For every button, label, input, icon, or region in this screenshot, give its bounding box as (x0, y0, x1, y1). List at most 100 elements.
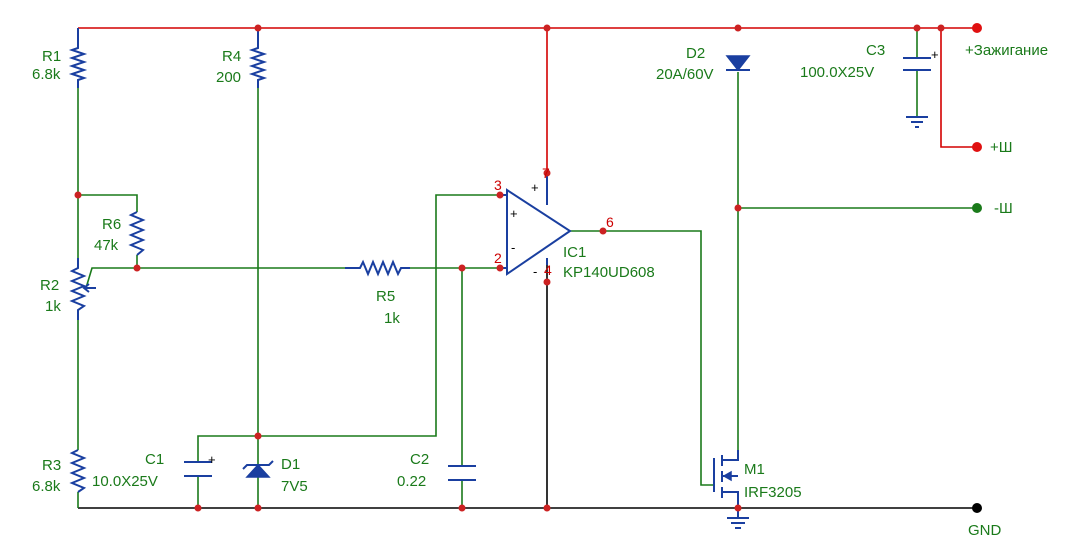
junction-dot (599, 227, 607, 235)
wire-r6-top (78, 194, 138, 212)
ic1-plus-input-sign: + (510, 206, 518, 221)
wires (77, 27, 977, 509)
c3-value: 100.0X25V (800, 64, 874, 81)
d1-value: 7V5 (281, 478, 308, 495)
pin-6-label: 6 (606, 214, 614, 230)
ic1-vplus-sign: + (531, 180, 539, 195)
r3-body (69, 449, 87, 493)
capacitor-c2 (448, 465, 476, 481)
polarity-signs: + - + - + + (208, 47, 939, 467)
c3-plates (903, 57, 931, 71)
r2-ref: R2 (40, 277, 59, 294)
c2-value: 0.22 (397, 473, 426, 490)
r5-ref: R5 (376, 288, 395, 305)
d1-triangle (245, 463, 271, 478)
c2-plates (448, 465, 476, 481)
junction-dot (194, 504, 202, 512)
c1-value: 10.0X25V (92, 473, 158, 490)
wire-ref-pin3 (197, 194, 500, 462)
wire-ic-out (570, 230, 714, 486)
r6-ref: R6 (102, 216, 121, 233)
c3-plus-sign: + (931, 47, 939, 62)
c3-ref: C3 (866, 42, 885, 59)
r6-value: 47k (94, 237, 119, 254)
junction-dot (458, 504, 466, 512)
r4-body (248, 28, 268, 88)
capacitor-c1 (184, 461, 212, 477)
m1-value: IRF3205 (744, 484, 802, 501)
junction-dot (734, 504, 742, 512)
r5-body (345, 259, 410, 277)
diode-d2 (725, 55, 751, 72)
pin-2-label: 2 (494, 250, 502, 266)
ground-symbol-m1 (727, 517, 749, 529)
m1-ref: M1 (744, 461, 765, 478)
c1-plus-sign: + (208, 452, 216, 467)
gnd-label: GND (968, 522, 1002, 539)
junction-dot (496, 264, 504, 272)
ic1-minus-input-sign: - (511, 240, 515, 255)
junctions (74, 24, 945, 512)
resistor-r3 (69, 449, 87, 493)
junction-dot (543, 169, 551, 177)
junction-dot (254, 24, 262, 32)
r5-value: 1k (384, 310, 400, 327)
terminals (972, 23, 982, 513)
r4-ref: R4 (222, 48, 241, 65)
d1-ref: D1 (281, 456, 300, 473)
resistor-r5 (345, 259, 410, 277)
pin-7-label: 7 (542, 165, 550, 181)
resistor-r6 (128, 211, 146, 256)
c1-ref: C1 (145, 451, 164, 468)
ic1-ref: IC1 (563, 244, 586, 261)
junction-dot (543, 24, 551, 32)
terminal-ignition[interactable] (972, 23, 982, 33)
r1-body (68, 28, 88, 88)
c3-ground-lines (906, 116, 928, 128)
ic1-vminus-sign: - (533, 264, 537, 279)
ic1-value: KP140UD608 (563, 264, 655, 281)
d2-triangle (725, 55, 751, 72)
junction-dot (254, 504, 262, 512)
c1-plates (184, 461, 212, 477)
resistor-r1 (68, 28, 88, 88)
pin-labels: 3 2 7 4 6 (494, 165, 614, 278)
junction-dot (913, 24, 921, 32)
ignition-label: +Зажигание (965, 42, 1048, 59)
terminal-labels: +Зажигание +Ш -Ш GND (965, 42, 1048, 539)
junction-dot (937, 24, 945, 32)
r2-wiper-arrow (82, 283, 96, 293)
terminal-gnd[interactable] (972, 503, 982, 513)
junction-dot (458, 264, 466, 272)
terminal-field-minus[interactable] (972, 203, 982, 213)
junction-dot (734, 24, 742, 32)
wire-field-plus (940, 28, 977, 148)
field-minus-label: -Ш (994, 200, 1013, 217)
pin-4-label: 4 (544, 262, 552, 278)
r4-value: 200 (216, 69, 241, 86)
d2-value: 20A/60V (656, 66, 714, 83)
junction-dot (133, 264, 141, 272)
pin-3-label: 3 (494, 177, 502, 193)
r1-ref: R1 (42, 48, 61, 65)
zener-diode-d1 (242, 460, 274, 478)
junction-dot (543, 278, 551, 286)
junction-dot (734, 204, 742, 212)
junction-dot (496, 191, 504, 199)
potentiometer-r2 (69, 258, 96, 320)
c2-ref: C2 (410, 451, 429, 468)
wire-wiper-r5 (85, 267, 345, 289)
r3-value: 6.8k (32, 478, 61, 495)
junction-dot (543, 504, 551, 512)
capacitor-c3 (903, 57, 931, 71)
m1-arrow (722, 470, 732, 482)
r6-body (128, 211, 146, 256)
d1-bar (242, 460, 274, 470)
r2-body (69, 258, 87, 320)
m1-ground-lines (727, 517, 749, 529)
r1-value: 6.8k (32, 66, 61, 83)
resistor-r4 (248, 28, 268, 88)
r3-ref: R3 (42, 457, 61, 474)
terminal-field-plus[interactable] (972, 142, 982, 152)
